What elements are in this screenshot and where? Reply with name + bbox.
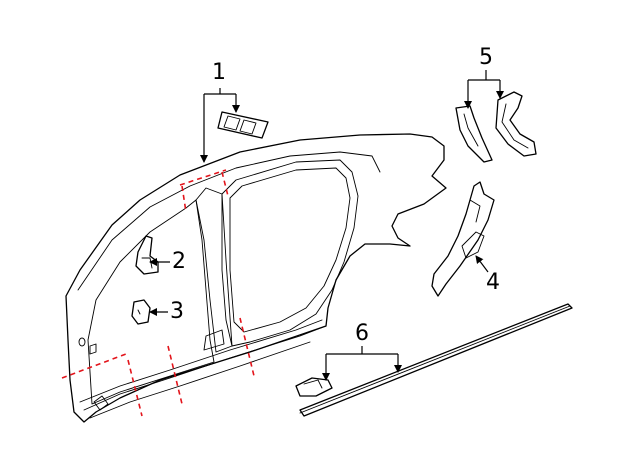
part-3-plate xyxy=(131,299,151,325)
part-6-clip xyxy=(295,377,333,397)
callout-4: 4 xyxy=(486,270,500,295)
leader-5 xyxy=(468,70,500,81)
body-side-outline xyxy=(65,133,447,423)
cut-line-a xyxy=(127,359,143,417)
callout-1: 1 xyxy=(212,60,226,85)
cut-line-c xyxy=(239,317,255,377)
part-5-bracket-left xyxy=(455,105,493,163)
part-4-reinforcement xyxy=(431,181,495,297)
leader-6 xyxy=(326,346,398,355)
callout-3: 3 xyxy=(170,299,184,324)
cut-line-roof xyxy=(179,169,229,213)
callout-2: 2 xyxy=(172,249,186,274)
cut-line-front xyxy=(61,353,127,379)
callout-6: 6 xyxy=(355,321,369,346)
leader-4 xyxy=(475,255,489,273)
part-6-molding xyxy=(299,303,573,417)
cut-lines xyxy=(61,169,255,417)
leader-1 xyxy=(204,88,236,95)
part-5-bracket-right xyxy=(495,91,537,157)
part-1-insert xyxy=(217,111,269,139)
cut-line-b xyxy=(167,345,183,405)
body-side-panel xyxy=(65,133,447,423)
callout-5: 5 xyxy=(479,45,493,70)
